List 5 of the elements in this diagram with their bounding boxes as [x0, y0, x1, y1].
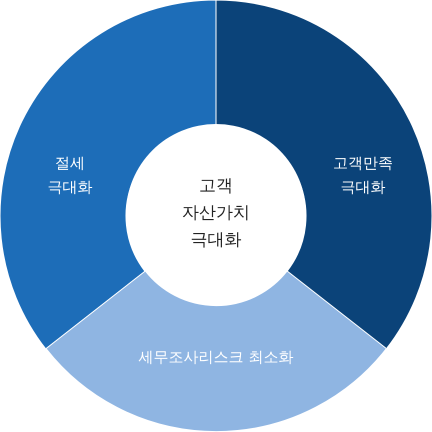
segment-label: 고객만족 극대화 [332, 153, 394, 198]
segment-label: 세무조사리스크 최소화 [138, 346, 294, 368]
center-label: 고객 자산가치 극대화 [181, 175, 251, 253]
segment-label: 절세 극대화 [46, 153, 94, 198]
segment [46, 271, 386, 432]
